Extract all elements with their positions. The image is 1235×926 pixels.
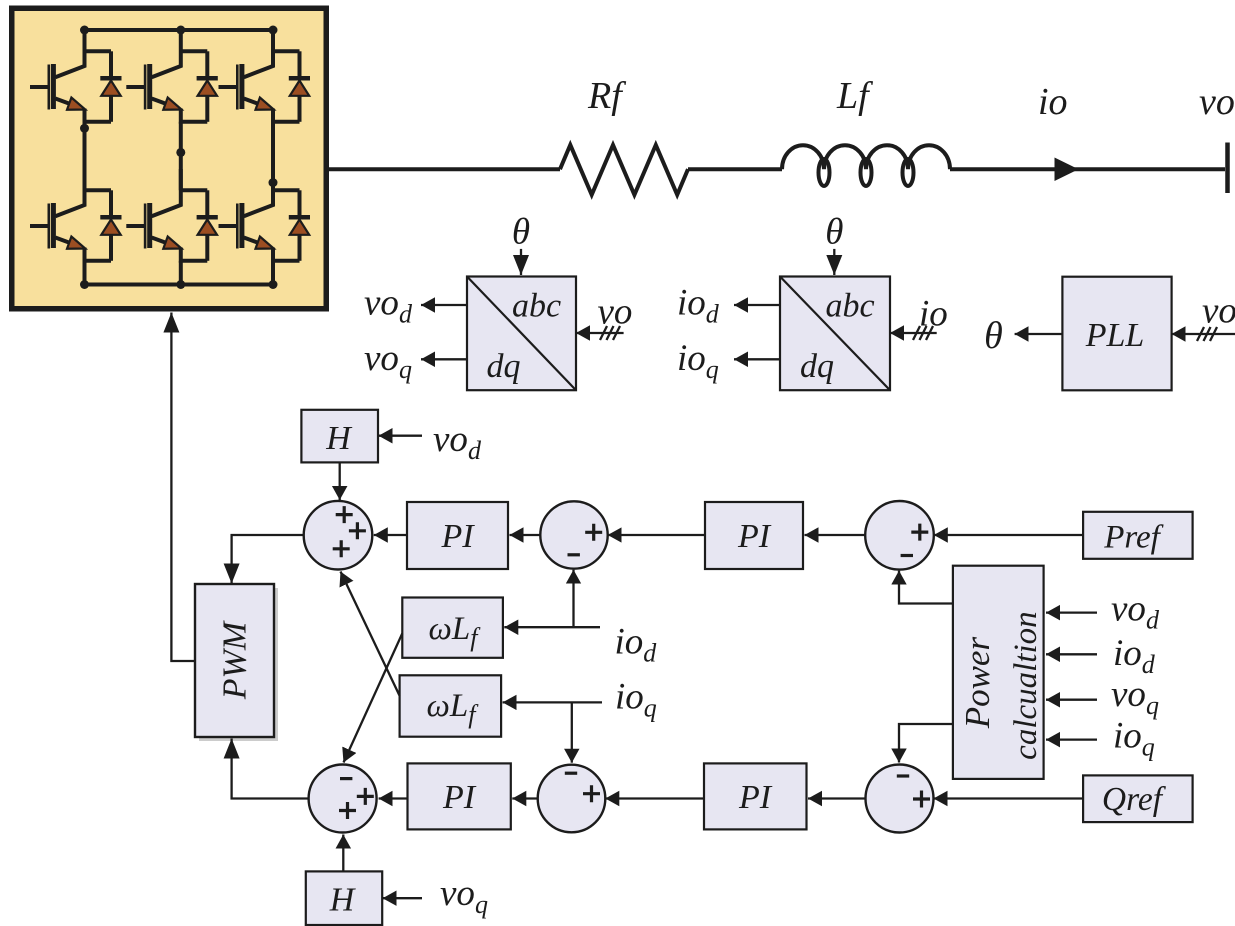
svg-text:vo: vo [1199,81,1235,123]
svg-text:calcualtion: calcualtion [1008,611,1044,759]
svg-text:PWM: PWM [217,620,254,700]
svg-text:io: io [1038,81,1068,123]
svg-text:vod: vod [433,419,482,465]
svg-text:PI: PI [442,779,477,816]
svg-text:ioq: ioq [1113,716,1155,762]
svg-text:iod: iod [615,622,658,668]
svg-text:PI: PI [738,779,773,816]
svg-text:voq: voq [364,338,412,384]
svg-text:H: H [325,420,353,457]
svg-text:voq: voq [1111,674,1159,720]
svg-text:abc: abc [825,288,874,325]
svg-text:io: io [919,294,948,335]
svg-text:vo: vo [598,292,633,333]
svg-text:H: H [329,882,357,919]
svg-text:iod: iod [1113,633,1156,679]
svg-text:Rf: Rf [587,75,626,117]
svg-text:iod: iod [677,283,720,329]
svg-text:dq: dq [487,348,521,385]
svg-text:dq: dq [800,348,834,385]
svg-text:θ: θ [984,315,1003,357]
svg-text:abc: abc [512,288,561,325]
svg-text:ioq: ioq [677,338,719,384]
svg-text:PLL: PLL [1085,317,1145,354]
svg-text:vod: vod [1111,589,1160,635]
svg-text:voq: voq [440,873,488,919]
svg-text:Power: Power [958,637,997,730]
svg-text:Qref: Qref [1102,781,1167,818]
svg-text:ioq: ioq [615,677,657,723]
svg-text:Lf: Lf [836,75,873,117]
svg-text:PI: PI [440,518,475,555]
svg-text:θ: θ [825,212,843,253]
svg-text:vo: vo [1202,291,1235,332]
svg-text:Pref: Pref [1103,520,1163,556]
svg-text:PI: PI [737,518,772,555]
svg-text:θ: θ [512,212,530,253]
svg-text:vod: vod [364,283,413,329]
